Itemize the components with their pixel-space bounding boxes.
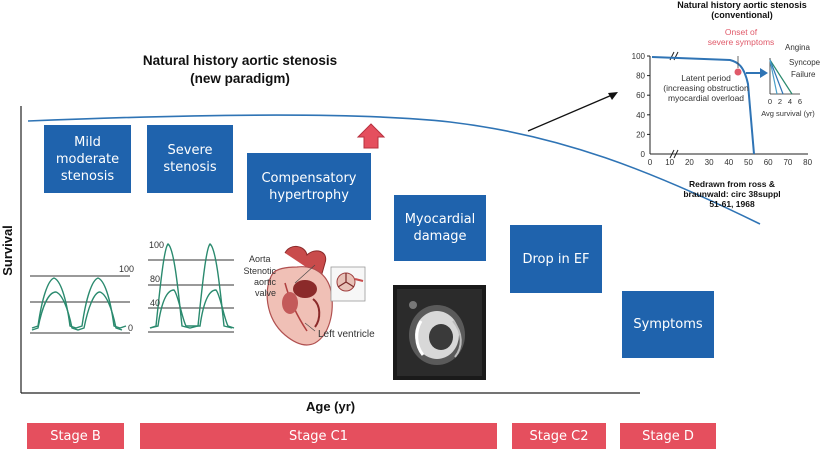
inset-blue-arrow: [746, 68, 768, 78]
inset-avg-tick-4: 4: [788, 97, 792, 106]
stage-d: Stage D: [620, 423, 716, 449]
stage-c2: Stage C2: [512, 423, 606, 449]
inset-xtick-20: 20: [685, 158, 694, 167]
inset-xtick-0: 0: [648, 158, 653, 167]
inset-xtick-80: 80: [803, 158, 812, 167]
box-severe-stenosis: Severe stenosis: [147, 125, 233, 193]
inset-xtick-50: 50: [744, 158, 753, 167]
main-title-line1: Natural history aortic stenosis: [142, 53, 338, 68]
mri-image: [393, 285, 486, 380]
main-title-line2: (new paradigm): [190, 71, 290, 86]
inset-caption-line3: 51-61, 1968: [709, 199, 755, 209]
inset-caption-line2: braunwald: circ 38suppl: [683, 189, 781, 199]
box-drop-in-ef: Drop in EF: [510, 225, 602, 293]
heart-illustration: [266, 246, 333, 346]
x-axis-label: Age (yr): [306, 399, 356, 414]
inset-onset-dot: [734, 68, 742, 76]
valve-illustration: [330, 266, 366, 302]
inset-caption: Redrawn from ross & braunwald: circ 38su…: [676, 179, 788, 209]
inset-label-failure: Failure: [791, 70, 816, 79]
inset-ytick-40: 40: [636, 111, 645, 120]
inset-latent-line2: (increasing obstruction: [663, 83, 749, 93]
inset-ytick-20: 20: [636, 130, 645, 139]
inset-ytick-60: 60: [636, 91, 645, 100]
survival-curve: [27, 114, 761, 225]
inset-onset-line2: severe symptoms: [707, 37, 775, 47]
inset-latent-line3: myocardial overload: [667, 93, 745, 103]
stage-b: Stage B: [27, 423, 124, 449]
box-myocardial-damage: Myocardial damage: [394, 195, 486, 261]
inset-ytick-100: 100: [632, 52, 646, 61]
inset-avg-tick-6: 6: [798, 97, 802, 106]
label-left-ventricle: Left ventricle: [318, 329, 375, 340]
pointer-arrow-line: [527, 94, 613, 132]
inset-xtick-30: 30: [705, 158, 714, 167]
pressure-waveform-2: 100 80 40: [148, 240, 235, 333]
label-aorta: Aorta: [249, 254, 271, 264]
wave1-tick-100: 100: [119, 264, 134, 274]
inset-xtick-70: 70: [783, 158, 792, 167]
box-mild-moderate-stenosis: Mild moderate stenosis: [44, 125, 131, 193]
inset-xtick-10: 10: [665, 158, 674, 167]
label-stenotic-aortic-valve: Stenotic aortic valve: [243, 266, 276, 298]
wave1-tick-0: 0: [128, 323, 133, 333]
stage-c1: Stage C1: [140, 423, 497, 449]
box-compensatory-hypertrophy: Compensatory hypertrophy: [247, 153, 371, 220]
y-axis-label: Survival: [0, 225, 15, 276]
inset-ytick-0: 0: [641, 150, 646, 159]
inset-latent-line1: Latent period: [681, 73, 731, 83]
wave2-tick-40: 40: [150, 298, 160, 308]
inset-chart: 100 80 60 40 20 0 0 10 20 30 40 50 60 70…: [632, 44, 821, 167]
wave2-tick-100: 100: [149, 240, 164, 250]
inset-survival-curve: [651, 56, 755, 155]
red-up-arrow: [356, 123, 386, 149]
inset-ytick-80: 80: [636, 72, 645, 81]
inset-xtick-60: 60: [764, 158, 773, 167]
inset-title-line1: Natural history aortic stenosis: [677, 0, 807, 10]
inset-onset-line1: Onset of: [724, 27, 758, 37]
box-symptoms: Symptoms: [622, 291, 714, 358]
inset-label-angina: Angina: [785, 44, 810, 52]
wave2-tick-80: 80: [150, 274, 160, 284]
inset-title-line2: (conventional): [711, 10, 773, 20]
pointer-arrow-head: [608, 92, 618, 100]
inset-avg-survival-label: Avg survival (yr): [761, 109, 815, 118]
inset-latent-label: Latent period (increasing obstruction my…: [655, 73, 757, 103]
main-title: Natural history aortic stenosis (new par…: [140, 52, 340, 88]
inset-avg-tick-2: 2: [778, 97, 782, 106]
inset-xtick-40: 40: [724, 158, 733, 167]
inset-caption-line1: Redrawn from ross &: [689, 179, 775, 189]
pressure-waveform-1: 100 0: [30, 264, 134, 334]
inset-title: Natural history aortic stenosis (convent…: [658, 0, 826, 20]
inset-avg-tick-0: 0: [768, 97, 772, 106]
inset-label-syncope: Syncope: [789, 58, 821, 67]
inset-onset-label: Onset of severe symptoms: [700, 27, 782, 47]
